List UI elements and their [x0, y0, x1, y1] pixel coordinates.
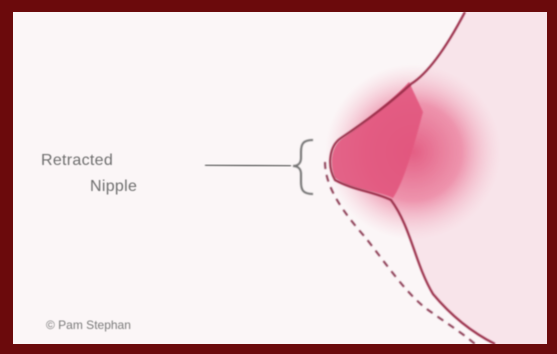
bracket — [293, 140, 313, 194]
label-nipple: Nipple — [90, 178, 137, 196]
image-credit: © Pam Stephan — [46, 318, 131, 332]
diagram-panel: Retracted Nipple © Pam Stephan — [13, 12, 547, 344]
leader-line — [205, 165, 291, 166]
label-retracted: Retracted — [41, 152, 113, 170]
